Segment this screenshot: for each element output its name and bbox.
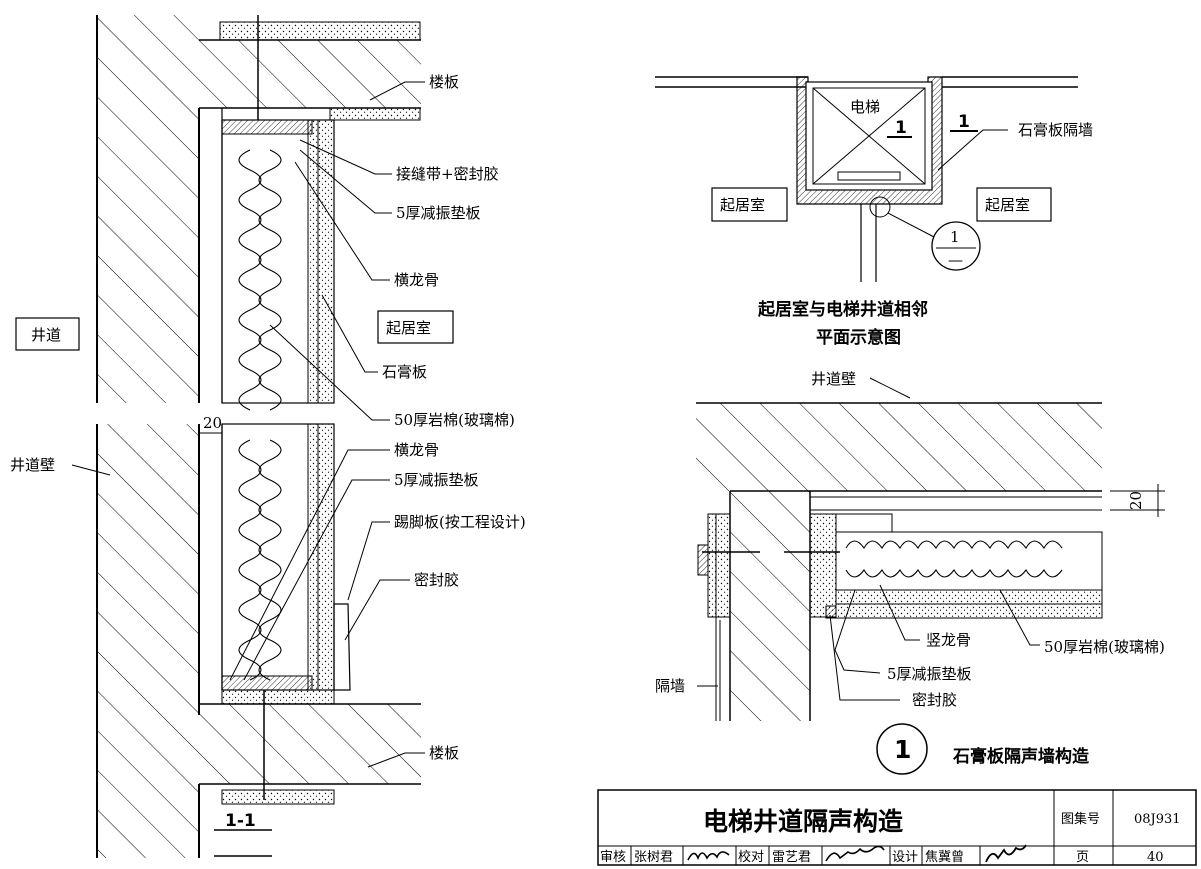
label-shaft-wall: 井道壁 <box>10 456 55 474</box>
label-sealant: 密封胶 <box>414 571 459 589</box>
review-label: 审核 <box>600 850 626 865</box>
plan-view: 电梯 1 1 石膏板隔墙 1 — 起居室 起居室 起居室与电梯井道相邻 平面示意… <box>655 76 1093 348</box>
plan-detail-sub: — <box>948 251 963 269</box>
section-title: 1-1 <box>225 811 256 831</box>
label-horizontal-keel-bottom: 横龙骨 <box>394 441 439 459</box>
label-joint-tape: 接缝带+密封胶 <box>396 165 499 183</box>
label-living-room: 起居室 <box>386 319 431 337</box>
detail-partition: 隔墙 <box>655 677 685 695</box>
plan-elevator-label: 电梯 <box>850 98 880 116</box>
label-rock-wool: 50厚岩棉(玻璃棉) <box>394 411 515 429</box>
checker-signature <box>825 845 885 862</box>
atlas-number: 08J931 <box>1134 812 1181 827</box>
plan-section-mark-right: 1 <box>958 112 970 132</box>
designer-signature <box>985 844 1027 863</box>
plan-detail-num: 1 <box>950 228 960 246</box>
detail-rock-wool: 50厚岩棉(玻璃棉) <box>1044 638 1165 656</box>
label-floor-slab-top: 楼板 <box>429 73 459 91</box>
detail-sealant: 密封胶 <box>912 691 957 709</box>
page-number: 40 <box>1147 850 1164 865</box>
label-skirting: 踢脚板(按工程设计) <box>394 513 526 531</box>
detail-shaft-wall-label: 井道壁 <box>811 370 856 388</box>
label-horizontal-keel-top: 横龙骨 <box>394 271 439 289</box>
plan-living-right: 起居室 <box>985 196 1030 214</box>
plan-partition-label: 石膏板隔墙 <box>1018 121 1093 139</box>
label-floor-slab-bottom: 楼板 <box>429 744 459 762</box>
label-damping-pad-top: 5厚减振垫板 <box>396 204 481 222</box>
atlas-label: 图集号 <box>1061 811 1100 827</box>
plan-section-mark-left: 1 <box>895 118 907 138</box>
section-1-1: 20 楼板 接缝带+密封胶 5厚减振垫板 横龙骨 起居室 石膏板 50厚岩棉(玻… <box>10 15 526 858</box>
detail-title: 石膏板隔声墙构造 <box>952 746 1090 767</box>
designer-name: 焦冀曾 <box>925 849 964 865</box>
reviewer-name: 张树君 <box>634 850 673 865</box>
plan-caption-line2: 平面示意图 <box>816 327 901 348</box>
page-label: 页 <box>1076 850 1089 865</box>
detail-1: 20 井道壁 竖龙骨 50厚岩棉(玻璃棉) 5厚减振垫板 密封胶 隔墙 1 石膏… <box>655 370 1165 775</box>
design-label: 设计 <box>892 850 918 865</box>
detail-vertical-keel: 竖龙骨 <box>926 631 971 649</box>
label-shaft: 井道 <box>31 326 61 344</box>
check-label: 校对 <box>738 849 764 865</box>
label-gypsum-board: 石膏板 <box>382 363 427 381</box>
detail-dim-20: 20 <box>1127 491 1145 510</box>
checker-name: 雷艺君 <box>772 850 811 865</box>
title-block-title: 电梯井道隔声构造 <box>703 807 903 836</box>
detail-title-num: 1 <box>894 735 911 764</box>
plan-caption-line1: 起居室与电梯井道相邻 <box>757 299 928 320</box>
plan-living-left: 起居室 <box>720 196 765 214</box>
detail-damping-pad: 5厚减振垫板 <box>887 665 972 683</box>
reviewer-signature <box>687 851 730 861</box>
label-damping-pad-bottom: 5厚减振垫板 <box>394 471 479 489</box>
title-block: 电梯井道隔声构造 图集号 08J931 审核 张树君 校对 雷艺君 设计 焦冀曾… <box>597 789 1197 866</box>
dim-20-label: 20 <box>203 414 222 432</box>
